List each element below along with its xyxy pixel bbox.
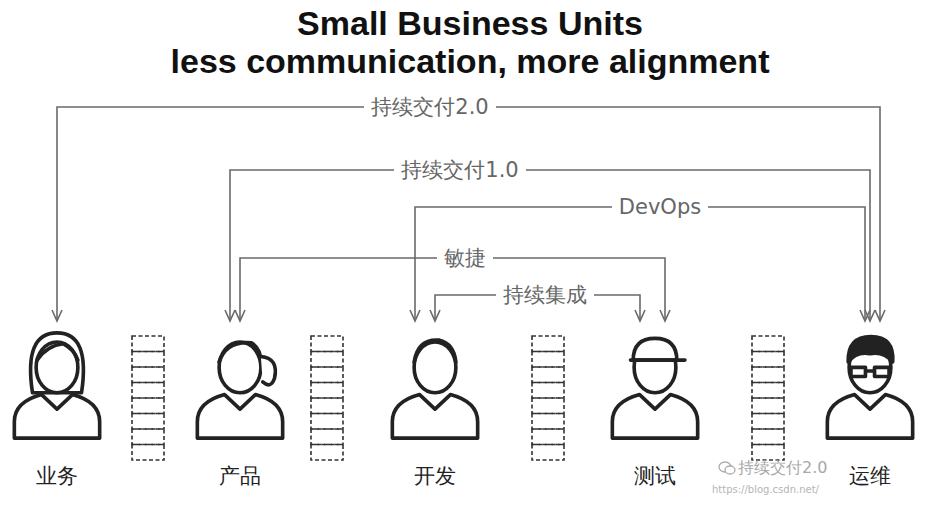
head [219, 342, 261, 393]
wechat-bubble [725, 466, 735, 474]
wall-cell [532, 445, 564, 461]
wall-cell [132, 445, 164, 461]
hair [848, 337, 893, 362]
wall-cell [132, 367, 164, 383]
wall-cell [311, 445, 343, 461]
person-node: 开发 [385, 322, 485, 490]
fringe [37, 344, 78, 360]
edge-label: 持续集成 [496, 282, 594, 308]
wall-cell [311, 414, 343, 430]
wall-cell [132, 383, 164, 399]
person-node: 产品 [190, 322, 290, 490]
wall-cell [532, 383, 564, 399]
wall-cell [311, 383, 343, 399]
wall-cell [532, 336, 564, 352]
wall-cell [752, 336, 784, 352]
bracket-connector [230, 170, 870, 321]
edge-label: 敏捷 [437, 245, 493, 271]
bracket-connector [57, 107, 880, 321]
wall-cell [132, 429, 164, 445]
hair [414, 340, 456, 362]
subtitle: less communication, more alignment [0, 42, 940, 81]
cap [633, 338, 677, 360]
person-icon [605, 322, 705, 440]
wall-cell [752, 398, 784, 414]
wall-cell [532, 367, 564, 383]
ponytail [261, 356, 276, 384]
person-node: 测试 [605, 322, 705, 490]
body [392, 395, 477, 439]
bracket-connector [415, 207, 865, 321]
wall-cell [132, 398, 164, 414]
title: Small Business Units [0, 4, 940, 43]
glasses [851, 367, 889, 376]
wall-cell [311, 367, 343, 383]
hair [31, 333, 84, 393]
edge-label: DevOps [612, 194, 708, 220]
node-label: 运维 [820, 462, 920, 490]
body [612, 395, 697, 439]
cap-brim [630, 358, 684, 362]
person-node: 运维 [820, 322, 920, 490]
wall-cell [311, 429, 343, 445]
watermark-url: https://blog.csdn.net/ [712, 484, 819, 495]
person-icon [7, 322, 107, 440]
wall-cell [752, 445, 784, 461]
node-label: 业务 [7, 462, 107, 490]
wechat-icon [718, 460, 736, 476]
fringe [219, 343, 261, 362]
node-label: 测试 [605, 462, 705, 490]
wall-cell [532, 398, 564, 414]
wall-cell [532, 429, 564, 445]
wall-cell [752, 383, 784, 399]
wall-cell [132, 352, 164, 368]
wall-cell [752, 414, 784, 430]
edge-label: 持续交付1.0 [394, 157, 525, 183]
wall-cell [532, 414, 564, 430]
person-icon [820, 322, 920, 440]
body [14, 395, 99, 439]
node-label: 开发 [385, 462, 485, 490]
person-icon [190, 322, 290, 440]
body [827, 395, 912, 439]
wall-cell [752, 429, 784, 445]
wall-cell [532, 352, 564, 368]
body [197, 395, 282, 439]
edge-label: 持续交付2.0 [364, 94, 495, 120]
wall-cell [311, 336, 343, 352]
wall-cell [752, 352, 784, 368]
person-icon [385, 322, 485, 440]
wall-cell [132, 414, 164, 430]
wall-cell [311, 398, 343, 414]
person-node: 业务 [7, 322, 107, 490]
head [36, 342, 78, 393]
node-label: 产品 [190, 462, 290, 490]
wall-cell [311, 352, 343, 368]
wall-cell [752, 367, 784, 383]
watermark: 持续交付2.0 [738, 458, 827, 479]
wall-cell [132, 336, 164, 352]
